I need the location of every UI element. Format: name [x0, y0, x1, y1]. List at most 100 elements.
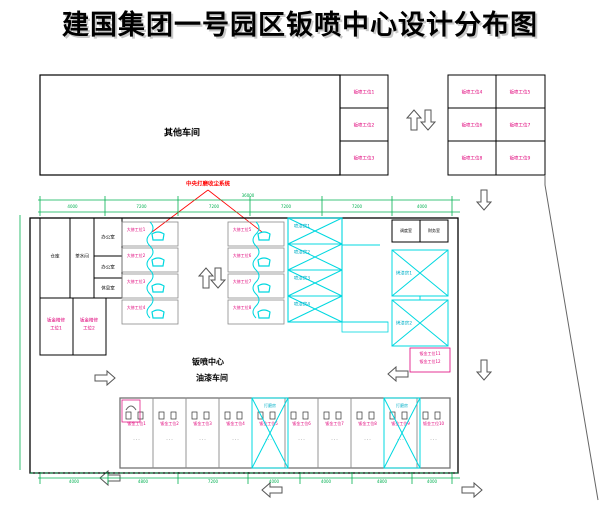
main-building-outline [29, 217, 459, 474]
lift-post-icon [137, 411, 144, 420]
bottom-bay [152, 397, 187, 469]
lift-post-icon [224, 411, 231, 420]
traffic-arrow-down-icon [475, 359, 493, 381]
dimension-value-top: 7200 [209, 204, 220, 209]
bottom-bay-note: · · · [166, 437, 172, 442]
spray-booth-diag-b [287, 295, 343, 323]
prep-room-diag-b [391, 299, 449, 347]
dimension-value-bottom: 4800 [377, 479, 388, 484]
lift-post-icon [401, 411, 408, 420]
lift-post-icon [302, 411, 309, 420]
bottom-bay [284, 397, 319, 469]
big-repair-bay-label: 大修工位1 [127, 226, 146, 232]
lift-post-icon [257, 411, 264, 420]
lift-post-icon [368, 411, 375, 420]
page-title: 建国集团一号园区钣喷中心设计分布图 [62, 10, 538, 41]
lift-post-icon [389, 411, 396, 420]
bottom-bay-label: 钣金工位4 [226, 420, 245, 426]
bottom-bay-note: · · · [133, 437, 139, 442]
spray-booth-diag-b [287, 269, 343, 297]
sanding-booth-diag-b [251, 397, 289, 469]
sanding-booth-label: 打磨房 [264, 402, 276, 408]
lift-post-icon [290, 411, 297, 420]
prep-room-label: 烤漆房1 [396, 270, 412, 277]
lift-post-icon [356, 411, 363, 420]
lift-post-icon [191, 411, 198, 420]
bottom-bay-label: 钣金工位6 [292, 420, 311, 426]
pantry-label: 茶水间 [75, 253, 89, 260]
lounge-label: 休息室 [101, 285, 115, 292]
big-repair-bay-label: 大修工位4 [127, 304, 146, 310]
big-repair-bay-label: 大修工位7 [233, 278, 252, 284]
bottom-bay-note: · · · [298, 437, 304, 442]
bottom-bay-note: · · · [331, 437, 337, 442]
bottom-bay-label: 钣金工位3 [193, 420, 212, 426]
dimension-value-bottom: 4800 [138, 479, 149, 484]
traffic-arrow-up-icon [197, 267, 215, 289]
right-top-bay-label: 钣喷工位9 [510, 155, 531, 162]
right-top-bay-label: 钣喷工位5 [510, 89, 531, 96]
center-label-line2: 油漆车间 [196, 373, 228, 383]
bottom-bay-note: · · · [397, 437, 403, 442]
bottom-bay-note: · · · [265, 437, 271, 442]
dimension-value-bottom: 4000 [321, 479, 332, 484]
right-top-bay-label: 钣喷工位7 [510, 122, 531, 129]
big-repair-bay [121, 299, 179, 325]
car-icon [257, 309, 271, 319]
office-label: 办公室 [101, 264, 115, 271]
big-repair-bay [227, 247, 285, 273]
mid-top-bay-label: 钣喷工位3 [354, 155, 375, 162]
car-icon [151, 283, 165, 293]
right-top-bay-label: 钣喷工位4 [462, 89, 483, 96]
lift-post-icon [203, 411, 210, 420]
traffic-arrow-down-icon [419, 109, 437, 131]
finishing-room-label: 钣金精修 [47, 317, 65, 324]
bottom-bay-note: · · · [364, 437, 370, 442]
other-workshop-label: 其他车间 [164, 127, 200, 139]
bottom-bay-label: 钣金工位7 [325, 420, 344, 426]
finishing-room-label: 工位1 [50, 325, 62, 332]
bottom-bay [416, 397, 451, 469]
tool-table [121, 399, 141, 423]
lift-post-icon [125, 411, 132, 420]
sheet-metal-bay-11-label: 钣金工位11 [419, 350, 441, 356]
bottom-bay-note: · · · [199, 437, 205, 442]
dust-duct-line [252, 221, 260, 319]
sanding-booth-label: 打磨房 [396, 402, 408, 408]
spray-booth-diag-b [287, 243, 343, 271]
dimension-value-top: 7200 [136, 204, 147, 209]
road-boundary-line [544, 175, 599, 501]
spray-booth-label: 喷漆房1 [294, 223, 310, 230]
lift-post-icon [236, 411, 243, 420]
booth-vestibule [341, 321, 389, 333]
dimension-value-bottom: 4000 [269, 479, 280, 484]
traffic-arrow-left-icon [387, 365, 409, 383]
dimension-value-bottom: 7200 [208, 479, 219, 484]
traffic-arrow-right-icon [94, 369, 116, 387]
sanding-booth-diag-b [383, 397, 421, 469]
car-icon [257, 257, 271, 267]
right-top-bay-label: 钣喷工位8 [462, 155, 483, 162]
mid-top-bay-column [339, 74, 389, 176]
lift-post-icon [422, 411, 429, 420]
central-dust-system-label: 中央打磨收尘系统 [186, 180, 231, 188]
bottom-bay [185, 397, 220, 469]
traffic-arrow-up-icon [405, 109, 423, 131]
dimension-value-top: 4000 [417, 204, 428, 209]
spray-booth-diag-b [287, 217, 343, 245]
dimension-total-top: 36000 [242, 193, 255, 198]
car-icon [257, 283, 271, 293]
traffic-arrow-down-icon [209, 267, 227, 289]
lift-post-icon [269, 411, 276, 420]
big-repair-bay [121, 273, 179, 299]
bottom-bay-note: · · · [430, 437, 436, 442]
finance-room [419, 219, 449, 243]
bottom-bay [350, 397, 385, 469]
bottom-bay [119, 397, 154, 469]
traffic-arrow-left-icon [261, 481, 283, 499]
car-icon [151, 231, 165, 241]
car-icon [151, 309, 165, 319]
center-label-line1: 钣喷中心 [192, 357, 224, 367]
central-dust-leader-line [151, 189, 209, 233]
